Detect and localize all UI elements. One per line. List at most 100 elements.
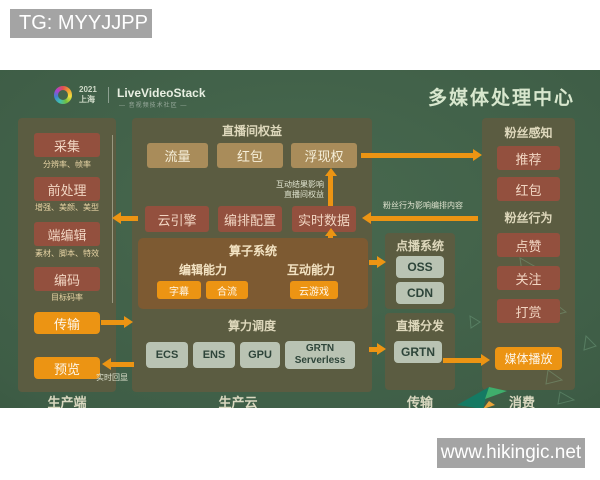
subtitle-capability-label: 字幕 — [169, 286, 189, 298]
top-watermark: TG: MYYJJPP — [10, 9, 152, 38]
ens-box: ENS — [193, 342, 235, 368]
slide: 2021 上海 LiveVideoStack — 音视频技术社区 — 多媒体处理… — [0, 70, 600, 408]
rights-traffic-label: 流量 — [164, 149, 191, 164]
cloud-engine-label: 云引擎 — [157, 212, 197, 228]
interaction-influence-line1: 互动结果影响 — [276, 180, 324, 189]
gpu-label: GPU — [248, 349, 272, 361]
conference-year-city: 2021 上海 — [79, 85, 97, 105]
preview-label: 预览 — [53, 361, 80, 377]
follow-label: 关注 — [515, 271, 542, 287]
fan-perception-title: 粉丝感知 — [504, 126, 553, 140]
oss-box: OSS — [396, 256, 444, 278]
step-encode-label: 编码 — [53, 272, 80, 288]
transfer-label: 传输 — [53, 316, 80, 332]
rights-section-title: 直播间权益 — [221, 124, 282, 138]
arrow-scheduler-to-live — [369, 343, 386, 355]
gpu-box: GPU — [240, 342, 280, 368]
arrow-operator-to-realtime — [324, 228, 337, 238]
edit-capability-title: 编辑能力 — [178, 263, 227, 277]
media-player-box: 媒体播放 — [495, 347, 562, 370]
like-label: 点赞 — [515, 238, 542, 254]
interact-capability-title: 互动能力 — [286, 263, 335, 277]
arrow-cloud-to-preview — [102, 358, 134, 370]
scheduler-title: 算力调度 — [227, 319, 276, 333]
step-encode-sub: 目标码率 — [51, 293, 83, 302]
step-edit-sub: 素材、脚本、特效 — [35, 249, 99, 258]
arrow-surface-to-fans — [361, 149, 482, 161]
footer-production-cloud: 生产云 — [218, 395, 258, 408]
redpacket-box: 红包 — [497, 177, 560, 201]
ecs-label: ECS — [155, 349, 179, 361]
rights-surface-box: 浮现权 — [291, 143, 357, 168]
follow-box: 关注 — [497, 266, 560, 290]
cloudgame-capability-box: 云游戏 — [290, 281, 338, 299]
step-preprocess-box: 前处理 — [34, 177, 100, 201]
footer-transport: 传输 — [406, 395, 433, 408]
conference-year: 2021 — [79, 85, 97, 94]
slide-title: 多媒体处理中心 — [427, 88, 575, 109]
tip-box: 打赏 — [497, 299, 560, 323]
grtn-label: GRTN — [401, 345, 435, 359]
arrow-realtime-to-rights — [324, 168, 337, 206]
realtime-echo-note: 实时回显 — [96, 373, 128, 382]
orchestration-label: 编排配置 — [223, 212, 276, 228]
realtime-data-box: 实时数据 — [292, 206, 356, 232]
arrow-fanact-to-realtime — [362, 212, 478, 224]
media-player-label: 媒体播放 — [504, 352, 553, 366]
preview-box: 预览 — [34, 357, 100, 379]
production-client-panel — [18, 118, 116, 392]
cloudgame-capability-label: 云游戏 — [299, 286, 329, 298]
rights-redpacket-box: 红包 — [217, 143, 283, 168]
transfer-box: 传输 — [34, 312, 100, 334]
grtn-serverless-label: GRTN Serverless — [294, 343, 346, 366]
brand-tagline: — 音视频技术社区 — — [119, 103, 188, 109]
like-box: 点赞 — [497, 233, 560, 257]
step-capture-sub: 分辨率、帧率 — [43, 160, 91, 169]
redpacket-label: 红包 — [515, 182, 542, 198]
cloud-engine-box: 云引擎 — [145, 206, 209, 232]
merge-capability-box: 合流 — [206, 281, 248, 299]
grtn-box: GRTN — [394, 341, 442, 363]
interaction-influence-note: 互动结果影响 直播间权益 — [254, 180, 324, 200]
rights-surface-label: 浮现权 — [304, 149, 344, 164]
arrow-operator-to-vod — [369, 256, 386, 268]
live-distribution-title: 直播分发 — [395, 319, 444, 333]
grtn-serverless-box: GRTN Serverless — [285, 341, 355, 369]
rights-traffic-box: 流量 — [147, 143, 208, 168]
footer-consumption: 消费 — [508, 395, 535, 408]
arrow-transfer-to-cloud — [101, 316, 133, 328]
rights-redpacket-label: 红包 — [236, 149, 263, 164]
recommend-box: 推荐 — [497, 146, 560, 170]
footer-production-client: 生产端 — [47, 395, 87, 408]
header-divider — [108, 87, 109, 103]
interaction-influence-line2: 直播间权益 — [284, 190, 324, 199]
step-capture-label: 采集 — [53, 138, 80, 154]
tip-label: 打赏 — [515, 304, 542, 320]
realtime-data-label: 实时数据 — [297, 212, 350, 228]
cdn-box: CDN — [396, 282, 444, 304]
bottom-watermark-text: www.hikingic.net — [440, 442, 582, 463]
vod-system-title: 点播系统 — [395, 239, 444, 253]
bottom-watermark: www.hikingic.net — [437, 438, 585, 468]
step-edit-box: 端编辑 — [34, 222, 100, 246]
cdn-label: CDN — [407, 286, 433, 300]
ens-label: ENS — [202, 349, 226, 361]
arrow-cloudengine-to-client — [112, 212, 138, 224]
orchestration-box: 编排配置 — [218, 206, 282, 232]
brand-name: LiveVideoStack — [117, 86, 206, 100]
recommend-label: 推荐 — [515, 151, 542, 167]
step-edit-label: 端编辑 — [47, 227, 87, 243]
merge-capability-label: 合流 — [217, 286, 237, 298]
step-capture-box: 采集 — [34, 133, 100, 157]
top-watermark-text: TG: MYYJJPP — [19, 12, 148, 34]
step-encode-box: 编码 — [34, 267, 100, 291]
step-preprocess-sub: 增强、美颜、美型 — [35, 203, 99, 212]
step-preprocess-label: 前处理 — [47, 182, 87, 198]
fan-influence-note: 粉丝行为影响编排内容 — [383, 201, 463, 210]
livevideostack-logo-icon — [54, 86, 72, 104]
subtitle-capability-box: 字幕 — [157, 281, 201, 299]
operator-system-title: 算子系统 — [228, 244, 277, 258]
conference-city: 上海 — [79, 95, 95, 104]
fan-behavior-title: 粉丝行为 — [504, 211, 553, 225]
